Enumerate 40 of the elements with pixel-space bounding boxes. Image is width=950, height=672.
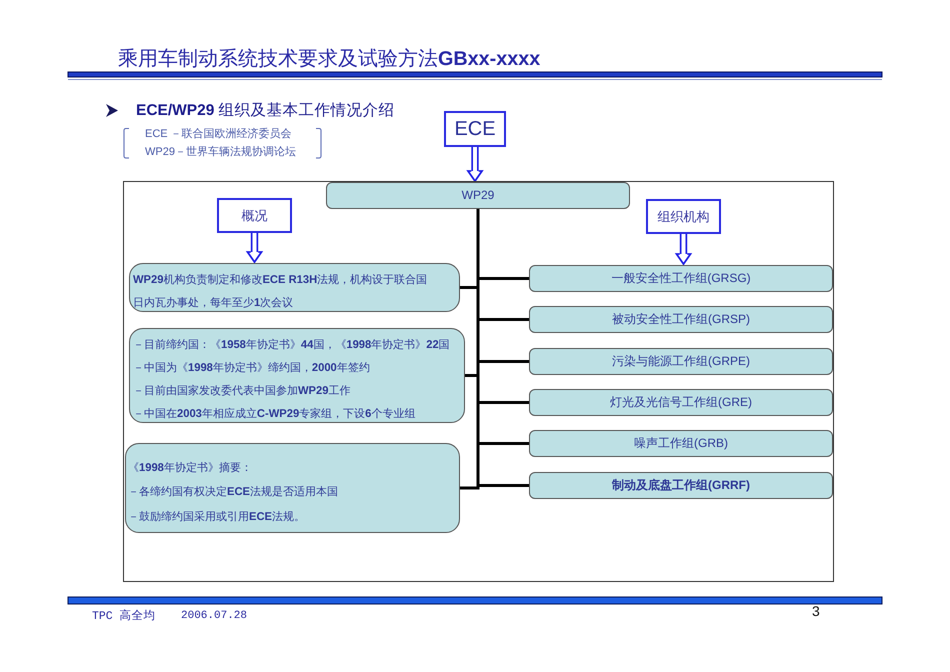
list-item: －各缔约国有权决定ECE法规是否适用本国	[128, 484, 338, 500]
list-item: －中国在2003年相应成立C-WP29专家组，下设6个专业组	[133, 406, 416, 422]
node-label: ECE	[454, 117, 496, 141]
outer-frame	[123, 181, 834, 582]
section-heading: ECE/WP29 组织及基本工作情况介绍	[136, 102, 395, 120]
label-box	[217, 198, 292, 233]
info-box	[125, 443, 460, 533]
list-item: －中国为《1998年协定书》缔约国，2000年签约	[133, 360, 370, 376]
footer-text: TPC 高全均	[92, 610, 156, 624]
paragraph: WP29机构负责制定和修改ECE R13H法规，机构设于联合国日内瓦办事处，每年至少1次会议	[133, 272, 428, 310]
rounded-box	[529, 265, 833, 292]
definition-text: WP29－世界车辆法规协调论坛	[145, 146, 296, 160]
info-box	[129, 263, 460, 312]
node-label: 概况	[242, 208, 268, 224]
rounded-box	[326, 182, 630, 209]
node-label: 噪声工作组(GRB)	[634, 436, 728, 451]
rounded-box	[529, 389, 833, 416]
label-box	[444, 111, 506, 147]
page-number: 3	[812, 602, 820, 620]
list-item: －目前由国家发改委代表中国参加WP29工作	[133, 384, 350, 398]
footer-date: 2006.07.28	[181, 610, 248, 624]
rounded-box	[529, 472, 833, 499]
node-label: 制动及底盘工作组(GRRF)	[612, 478, 750, 493]
node-label: WP29	[462, 188, 494, 203]
node-label: 污染与能源工作组(GRPE)	[612, 354, 750, 369]
node-label: 一般安全性工作组(GRSG)	[611, 271, 751, 286]
rounded-box	[529, 348, 833, 375]
node-label: 灯光及光信号工作组(GRE)	[610, 395, 752, 410]
connector-line	[476, 209, 529, 487]
list-item: 《1998年协定书》摘要：	[128, 460, 252, 476]
node-label: 组织机构	[658, 208, 710, 224]
definition-text: ECE －联合国欧洲经济委员会	[145, 128, 292, 142]
rounded-box	[529, 306, 833, 333]
list-item: －目前缔约国：《1958年协定书》44国，《1998年协定书》22国	[133, 338, 450, 352]
label-box	[646, 199, 721, 234]
node-label: 被动安全性工作组(GRSP)	[612, 312, 750, 327]
rounded-box	[529, 430, 833, 457]
list-item: －鼓励缔约国采用或引用ECE法规。	[128, 510, 306, 524]
page-title: 乘用车制动系统技术要求及试验方法GBxx-xxxx	[118, 48, 540, 72]
info-box	[129, 328, 465, 423]
